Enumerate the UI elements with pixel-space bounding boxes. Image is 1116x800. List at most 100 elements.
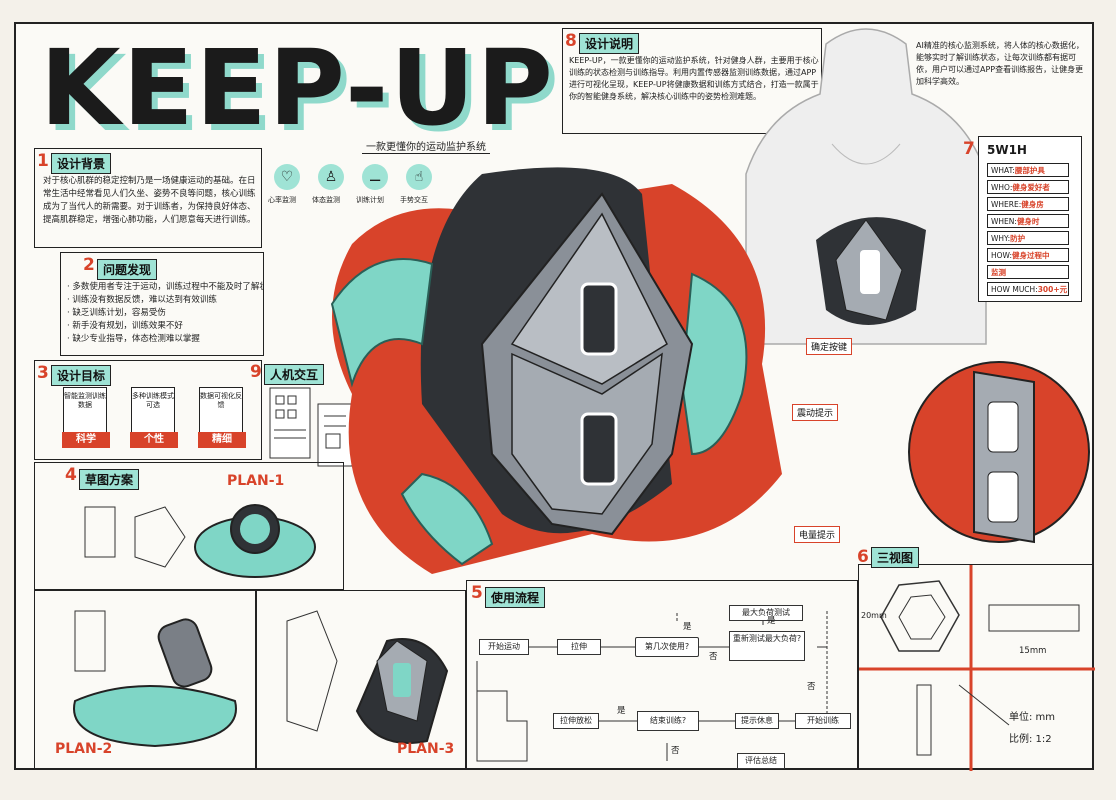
problem-item: · 新手没有规划，训练效果不好 [67, 321, 183, 331]
section-number: 8 [565, 31, 577, 51]
section-title: 设计背景 [51, 153, 112, 174]
description-text: KEEP-UP，一款更懂你的运动监护系统，针对健身人群，主要用于核心训练的状态检… [569, 56, 819, 101]
plan-1-label: PLAN-1 [227, 473, 285, 489]
fivew-key: WHEN: [991, 217, 1017, 226]
goal-tag: 科学 [62, 432, 110, 448]
plan-2-sketch [73, 610, 237, 748]
section-number: 1 [37, 151, 49, 171]
flow-label: 否 [709, 652, 718, 662]
callout-vibrate: 震动提示 [792, 404, 839, 421]
posture-icon: ♙ [318, 164, 344, 190]
section-description: 8 设计说明 KEEP-UP，一款更懂你的运动监护系统，针对健身人群，主要用于核… [562, 28, 822, 134]
detail-circle-render [908, 361, 1090, 544]
fivew-value: 健身爱好者 [1012, 183, 1050, 192]
fivew-row: HOW MUCH:300+元 [987, 282, 1069, 296]
fivew-value: 腰部护具 [1014, 166, 1045, 175]
training-icon: ⚊ [362, 164, 388, 190]
fivew-value: 300+元 [1037, 285, 1068, 294]
icon-label: 心率监测 [268, 196, 296, 204]
flow-label: 是 [767, 616, 776, 626]
flow-node: 结束训练? [637, 711, 699, 731]
fivew-row: 监测 [987, 265, 1069, 279]
section-plans: 4 草图方案 PLAN-1 [34, 462, 344, 590]
section-title: 设计目标 [51, 365, 112, 386]
section-three-views: 6 三视图 20mm 15mm 单位: mm 比例: 1:2 [857, 547, 1095, 771]
icon-label: 手势交互 [400, 196, 428, 204]
flow-connectors [476, 611, 828, 762]
feature-icons: ♡ 心率监测 ♙ 体态监测 ⚊ 训练计划 ☝ 手势交互 [268, 164, 448, 214]
background-text: 对于核心肌群的稳定控制乃是一场健康运动的基础。在日常生活中经常看见人们久坐、姿势… [43, 176, 256, 225]
section-title: 5W1H [987, 143, 1027, 157]
fivew-row: WHEN:健身时 [987, 214, 1069, 228]
orthographic-views [859, 565, 1095, 771]
section-title: 人机交互 [264, 364, 325, 385]
callout-button: 确定按键 [806, 338, 853, 355]
section-number: 6 [857, 547, 869, 567]
icon-label: 体态监测 [312, 196, 340, 204]
wearing-detail-render [816, 217, 926, 325]
fivew-row: WHERE:健身房 [987, 197, 1069, 211]
icon-label: 训练计划 [356, 196, 384, 204]
plan-3-sketch [286, 610, 449, 744]
flow-node: 开始训练 [795, 713, 851, 729]
flow-node: 拉伸放松 [553, 713, 599, 729]
fivew-key: HOW MUCH: [991, 285, 1038, 294]
dimension-side: 20mm [861, 611, 887, 620]
flow-node: 第几次使用? [635, 637, 699, 657]
fivew-row: WHAT:腰部护具 [987, 163, 1069, 177]
fivew-key: WHO: [991, 183, 1013, 192]
flow-label: 是 [617, 706, 626, 716]
section-title: 设计说明 [579, 33, 640, 54]
fivew-row: WHO:健身爱好者 [987, 180, 1069, 194]
problem-item: · 训练没有数据反馈，难以达到有效训练 [67, 295, 217, 305]
section-title: 使用流程 [485, 587, 546, 608]
section-number: 3 [37, 363, 49, 383]
problem-item: · 缺乏训练计划，容易受伤 [67, 308, 166, 318]
plan-3-label: PLAN-3 [397, 741, 455, 757]
brand-slogan: 一款更懂你的运动监护系统 [362, 138, 490, 154]
fivew-row: WHY:防护 [987, 231, 1069, 245]
section-5w1h: 7 5W1H WHAT:腰部护具 WHO:健身爱好者 WHERE:健身房 WHE… [963, 136, 1082, 302]
goal-card: 数据可视化反馈 精细 [198, 387, 246, 448]
fivew-value: 防护 [1010, 234, 1026, 243]
flow-label: 否 [671, 746, 680, 756]
fivew-key: WHERE: [991, 200, 1022, 209]
main-product-render [330, 167, 782, 574]
hand-icon: ☝ [406, 164, 432, 190]
problem-item: · 多数使用者专注于运动，训练过程中不能及时了解状态 [67, 282, 263, 292]
dimension-top: 15mm [1019, 646, 1047, 656]
section-plan-2: PLAN-2 [34, 590, 256, 770]
brand-logo: KEEP-UP [40, 27, 555, 149]
flow-label: 否 [807, 682, 816, 692]
section-problems: 2 问题发现 · 多数使用者专注于运动，训练过程中不能及时了解状态 · 训练没有… [60, 252, 264, 356]
section-title: 三视图 [871, 547, 920, 568]
goal-tag: 个性 [130, 432, 178, 448]
goal-text: 多种训练模式可选 [132, 392, 174, 409]
section-plan-3: PLAN-3 [256, 590, 466, 770]
fivew-row: HOW:健身过程中 [987, 248, 1069, 262]
section-goals: 3 设计目标 智能监测训练数据 科学 多种训练模式可选 个性 数据可视化反馈 精… [34, 360, 262, 460]
user-description-text: AI精准的核心监测系统，将人体的核心数据化，能够实时了解训练状态，让每次训练都有… [916, 41, 1084, 86]
section-number: 9 [250, 362, 262, 382]
section-title: 问题发现 [97, 259, 158, 280]
section-number: 5 [471, 583, 483, 603]
section-background: 1 设计背景 对于核心肌群的稳定控制乃是一场健康运动的基础。在日常生活中经常看见… [34, 148, 262, 248]
flow-node: 重新测试最大负荷? [729, 631, 805, 661]
flow-node: 开始运动 [479, 639, 529, 655]
fivew-value: 健身房 [1021, 200, 1044, 209]
problem-item: · 缺少专业指导，体态检测难以掌握 [67, 334, 200, 344]
unit-label: 单位: mm [1009, 712, 1056, 723]
section-number: 4 [65, 465, 77, 485]
flow-node: 拉伸 [557, 639, 601, 655]
scale-label: 比例: 1:2 [1009, 734, 1052, 745]
fivew-value: 监测 [991, 268, 1006, 277]
heart-rate-icon: ♡ [274, 164, 300, 190]
goal-tag: 精细 [198, 432, 246, 448]
fivew-value: 健身时 [1016, 217, 1040, 226]
goal-card: 智能监测训练数据 科学 [62, 387, 110, 448]
goal-card: 多种训练模式可选 个性 [130, 387, 178, 448]
fivew-key: HOW: [991, 251, 1013, 260]
torso-sketch [745, 28, 987, 345]
fivew-value: 健身过程中 [1012, 251, 1050, 260]
goal-text: 数据可视化反馈 [200, 392, 242, 409]
